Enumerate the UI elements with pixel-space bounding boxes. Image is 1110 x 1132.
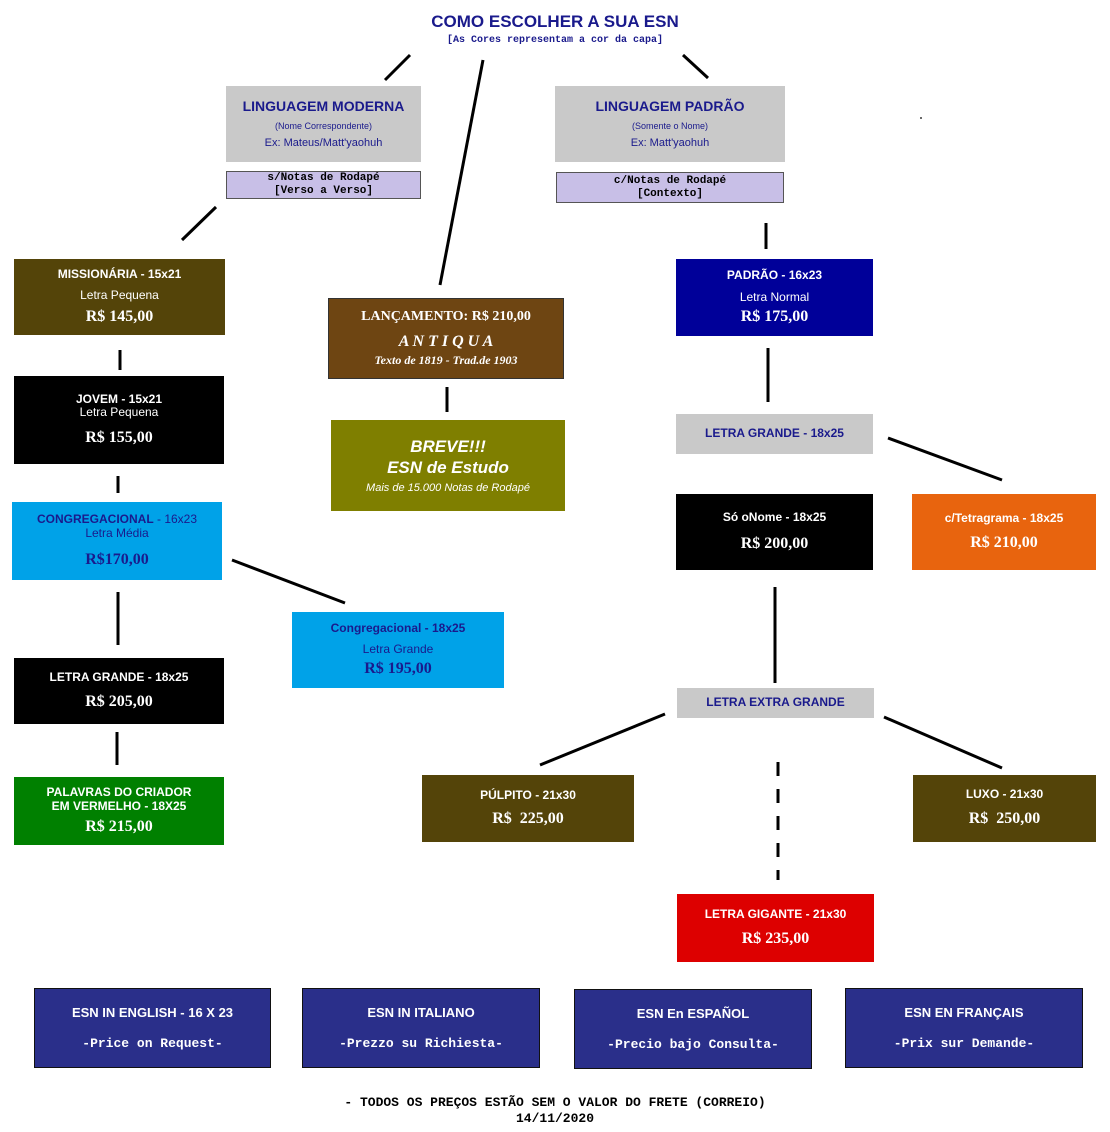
- connector-letragrande-tetragrama: [887, 436, 1003, 482]
- lancamento-name: A N T I Q U A: [398, 332, 494, 350]
- connector-title-lancamento: [438, 59, 485, 286]
- linguagem-moderna-example: Ex: Mateus/Matt'yaohuh: [264, 136, 383, 149]
- letra-grande-left-box: LETRA GRANDE - 18x25 R$ 205,00: [14, 658, 224, 724]
- letra-grande-left-price: R$ 205,00: [85, 692, 153, 710]
- luxo-price: R$ 250,00: [968, 810, 1041, 828]
- extra-grande-box: LETRA EXTRA GRANDE: [677, 688, 874, 718]
- tetragrama-price: R$ 210,00: [970, 533, 1038, 551]
- linguagem-moderna-sub: (Nome Correspondente): [274, 120, 373, 131]
- luxo-title: LUXO - 21x30: [965, 787, 1044, 802]
- linguagem-padrao-example: Ex: Matt'yaohuh: [630, 136, 710, 149]
- breve-box: BREVE!!! ESN de Estudo Mais de 15.000 No…: [331, 420, 565, 511]
- jovem-title: JOVEM - 15x21: [75, 391, 163, 406]
- page-title: COMO ESCOLHER A SUA ESN: [431, 12, 679, 31]
- letra-grande-right-box: LETRA GRANDE - 18x25: [676, 414, 873, 454]
- breve-line3: Mais de 15.000 Notas de Rodapé: [366, 481, 530, 494]
- so-nome-box: Só oNome - 18x25 R$ 200,00: [676, 494, 873, 570]
- moderna-notes-box: s/Notas de Rodapé [Verso a Verso]: [226, 171, 421, 199]
- jovem-box: JOVEM - 15x21 Letra Pequena R$ 155,00: [14, 376, 224, 464]
- pulpito-box: PÚLPITO - 21x30 R$ 225,00: [422, 775, 634, 842]
- lang-espanol-box: ESN En ESPAÑOL -Precio bajo Consulta-: [574, 989, 812, 1069]
- gigante-title: LETRA GIGANTE - 21x30: [704, 906, 847, 921]
- lang-espanol-price: -Precio bajo Consulta-: [607, 1037, 779, 1052]
- lancamento-title: LANÇAMENTO: R$ 210,00: [361, 308, 531, 324]
- breve-line2: ESN de Estudo: [387, 458, 509, 478]
- linguagem-padrao-sub: (Somente o Nome): [631, 120, 709, 131]
- padrao-notes-box: c/Notas de Rodapé [Contexto]: [556, 172, 784, 203]
- congregacional-grande-letra: Letra Grande: [362, 641, 434, 656]
- missionaria-title: MISSIONÁRIA - 15x21: [57, 266, 182, 281]
- congregacional-box: CONGREGACIONAL - 16x23 Letra Média R$170…: [12, 502, 222, 580]
- so-nome-price: R$ 200,00: [740, 534, 809, 552]
- linguagem-moderna-box: LINGUAGEM MODERNA (Nome Correspondente) …: [226, 86, 421, 162]
- so-nome-title: Só oNome - 18x25: [722, 509, 827, 524]
- lang-espanol-title: ESN En ESPAÑOL: [636, 1006, 750, 1021]
- footer-date: 14/11/2020: [515, 1111, 594, 1126]
- pulpito-title: PÚLPITO - 21x30: [480, 787, 576, 802]
- padrao-notes-line2: [Contexto]: [636, 187, 703, 200]
- lang-francais-title: ESN EN FRANÇAIS: [904, 1005, 1024, 1020]
- lang-english-price: -Price on Request-: [82, 1036, 223, 1051]
- padrao-letra: Letra Normal: [739, 289, 810, 304]
- letra-grande-right-title: LETRA GRANDE - 18x25: [705, 426, 844, 441]
- luxo-box: LUXO - 21x30 R$ 250,00: [913, 775, 1096, 842]
- linguagem-padrao-title: LINGUAGEM PADRÃO: [595, 98, 745, 115]
- linguagem-padrao-box: LINGUAGEM PADRÃO (Somente o Nome) Ex: Ma…: [555, 86, 785, 162]
- lang-francais-box: ESN EN FRANÇAIS -Prix sur Demande-: [845, 988, 1083, 1068]
- gigante-box: LETRA GIGANTE - 21x30 R$ 235,00: [677, 894, 874, 962]
- connector-title-padrao: [681, 53, 710, 80]
- padrao-box: PADRÃO - 16x23 Letra Normal R$ 175,00: [676, 259, 873, 336]
- missionaria-letra: Letra Pequena: [80, 288, 159, 303]
- connector-congregacional-grande: [231, 558, 346, 605]
- congregacional-title-size: - 16x23: [153, 512, 198, 526]
- connector-title-moderna: [383, 53, 412, 82]
- palavras-line1: PALAVRAS DO CRIADOR: [46, 785, 192, 799]
- congregacional-grande-price: R$ 195,00: [364, 659, 432, 677]
- padrao-price: R$ 175,00: [740, 307, 809, 325]
- stray-dot: [920, 117, 922, 119]
- gigante-price: R$ 235,00: [741, 929, 810, 947]
- lang-english-title: ESN IN ENGLISH - 16 X 23: [71, 1005, 234, 1020]
- padrao-notes-line1: c/Notas de Rodapé: [613, 174, 727, 187]
- lang-english-box: ESN IN ENGLISH - 16 X 23 -Price on Reque…: [34, 988, 271, 1068]
- letra-grande-left-title: LETRA GRANDE - 18x25: [49, 669, 189, 684]
- moderna-notes-line2: [Verso a Verso]: [273, 185, 374, 197]
- connector-extra-luxo: [883, 715, 1003, 770]
- pulpito-price: R$ 225,00: [492, 809, 564, 827]
- congregacional-grande-box: Congregacional - 18x25 Letra Grande R$ 1…: [292, 612, 504, 688]
- lang-italiano-title: ESN IN ITALIANO: [367, 1005, 475, 1020]
- lang-francais-price: -Prix sur Demande-: [893, 1036, 1035, 1051]
- moderna-notes-line1: s/Notas de Rodapé: [267, 172, 380, 185]
- connector-moderna-missionaria: [180, 205, 218, 242]
- congregacional-title: CONGREGACIONAL - 16x23: [36, 512, 198, 527]
- lancamento-box: LANÇAMENTO: R$ 210,00 A N T I Q U A Text…: [328, 298, 564, 379]
- lancamento-text: Texto de 1819 - Trad.de 1903: [374, 353, 518, 368]
- footer-note: - TODOS OS PREÇOS ESTÃO SEM O VALOR DO F…: [344, 1095, 766, 1110]
- congregacional-price: R$170,00: [85, 550, 149, 568]
- palavras-line2: EM VERMELHO - 18X25: [51, 798, 187, 813]
- tetragrama-title: c/Tetragrama - 18x25: [944, 510, 1064, 525]
- lang-italiano-price: -Prezzo su Richiesta-: [339, 1036, 503, 1051]
- palavras-box: PALAVRAS DO CRIADOR EM VERMELHO - 18X25 …: [14, 777, 224, 845]
- connector-extra-pulpito: [539, 712, 666, 767]
- page-subtitle: [As Cores representam a cor da capa]: [446, 35, 664, 46]
- padrao-title: PADRÃO - 16x23: [726, 268, 823, 282]
- jovem-letra: Letra Pequena: [79, 405, 159, 420]
- palavras-price: R$ 215,00: [85, 817, 153, 835]
- missionaria-box: MISSIONÁRIA - 15x21 Letra Pequena R$ 145…: [14, 259, 225, 335]
- lang-italiano-box: ESN IN ITALIANO -Prezzo su Richiesta-: [302, 988, 540, 1068]
- tetragrama-box: c/Tetragrama - 18x25 R$ 210,00: [912, 494, 1096, 570]
- extra-grande-title: LETRA EXTRA GRANDE: [706, 695, 845, 710]
- congregacional-letra: Letra Média: [85, 525, 149, 540]
- linguagem-moderna-title: LINGUAGEM MODERNA: [242, 98, 405, 115]
- jovem-price: R$ 155,00: [85, 429, 153, 447]
- breve-line1: BREVE!!!: [410, 436, 486, 456]
- congregacional-grande-title: Congregacional - 18x25: [330, 621, 466, 635]
- missionaria-price: R$ 145,00: [85, 308, 154, 326]
- congregacional-title-name: CONGREGACIONAL: [36, 512, 154, 526]
